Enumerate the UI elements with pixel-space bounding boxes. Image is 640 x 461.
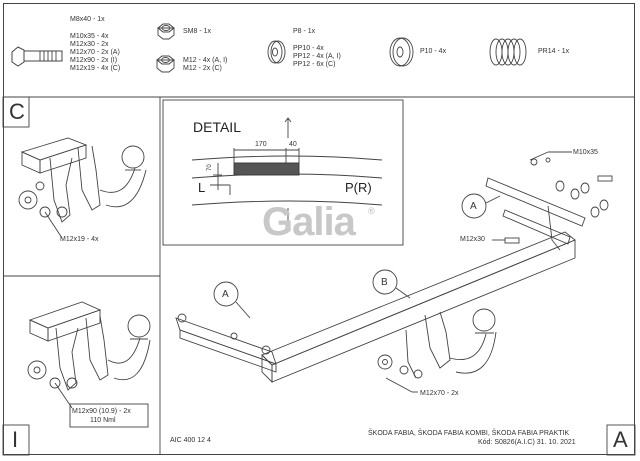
washer-line-3: PP12 - 6x (C) — [293, 61, 336, 68]
bolt-line-5: M12x19 - 4x (C) — [70, 65, 121, 72]
detail-bumper-section — [191, 117, 383, 222]
vehicle-models: ŠKODA FABIA, ŠKODA FABIA KOMBI, ŠKODA FA… — [368, 430, 570, 437]
c-letter-box — [2, 96, 30, 128]
drawing-code-date: Kód: S0826(A.I.C) 31. 10. 2021 — [478, 439, 576, 446]
panel-c-assembly — [18, 137, 147, 239]
a-letter-box — [606, 424, 636, 456]
part-code: AIC 400 12 4 — [170, 437, 211, 444]
spring-washer-label: PR14 - 1x — [538, 48, 570, 55]
callout-b-circle — [372, 269, 398, 295]
detail-title: DETAIL — [193, 119, 241, 135]
bolt-m10x35-label: M10x35 — [573, 149, 598, 156]
detail-label-l: L — [198, 180, 206, 195]
detail-box — [162, 99, 404, 246]
callout-a-top: A — [470, 201, 477, 212]
bolt-m12x30-label: M12x30 — [460, 236, 485, 243]
washer-line-2: PP12 - 4x (A, I) — [293, 53, 341, 60]
bolt-line-1: M10x35 - 4x — [70, 33, 109, 40]
detail-dim-40: 40 — [289, 141, 297, 148]
panel-i-letter: I — [12, 427, 19, 452]
panel-c-letter: C — [9, 99, 25, 124]
big-washer-label: P10 - 4x — [420, 48, 447, 55]
bolt-m12x70-label: M12x70 - 2x — [420, 390, 459, 397]
detail-dim-170: 170 — [255, 141, 267, 148]
main-ball-mount — [377, 308, 497, 379]
bolt-icon — [11, 46, 63, 67]
large-washer-icon — [389, 37, 414, 67]
callout-a-top-circle — [461, 193, 487, 219]
washer-icon — [267, 40, 286, 64]
main-crossbar — [175, 177, 586, 384]
nut-icon — [156, 55, 175, 73]
panel-c-bolt-label: M12x19 - 4x — [60, 236, 99, 243]
sheet-letter: A — [613, 427, 628, 452]
i-letter-box — [2, 424, 30, 456]
washer-line-1: PP10 - 4x — [293, 45, 324, 52]
bolt-line-2: M12x30 - 2x — [70, 41, 109, 48]
bolt-header: M8x40 - 1x — [70, 16, 105, 23]
drawing-frame — [3, 3, 635, 455]
main-hardware — [177, 151, 613, 393]
panel-i-assembly — [27, 301, 151, 428]
nut-line-1: M12 - 4x (A, I) — [183, 57, 228, 64]
bolt-line-4: M12x90 - 2x (I) — [70, 57, 118, 64]
galia-logo: Galia — [262, 200, 356, 244]
nut-label: SM8 - 1x — [183, 28, 212, 35]
detail-label-p: P(R) — [345, 180, 372, 195]
nut-line-2: M12 - 2x (C) — [183, 65, 222, 72]
spring-washer-icon — [489, 38, 527, 66]
bolt-line-3: M12x70 - 2x (A) — [70, 49, 120, 56]
nut-icon — [157, 23, 175, 40]
panel-i-bolt-label: M12x90 (10.9) - 2x — [72, 408, 131, 415]
washer-header: P8 - 1x — [293, 28, 316, 35]
callout-b: B — [381, 277, 388, 288]
detail-dim-70: 70 — [207, 164, 213, 171]
callout-a-left-circle — [213, 281, 239, 307]
callout-a-left: A — [222, 289, 229, 300]
panel-i-torque-label: 110 Nml — [90, 417, 116, 424]
galia-logo-mark: ® — [368, 206, 375, 216]
